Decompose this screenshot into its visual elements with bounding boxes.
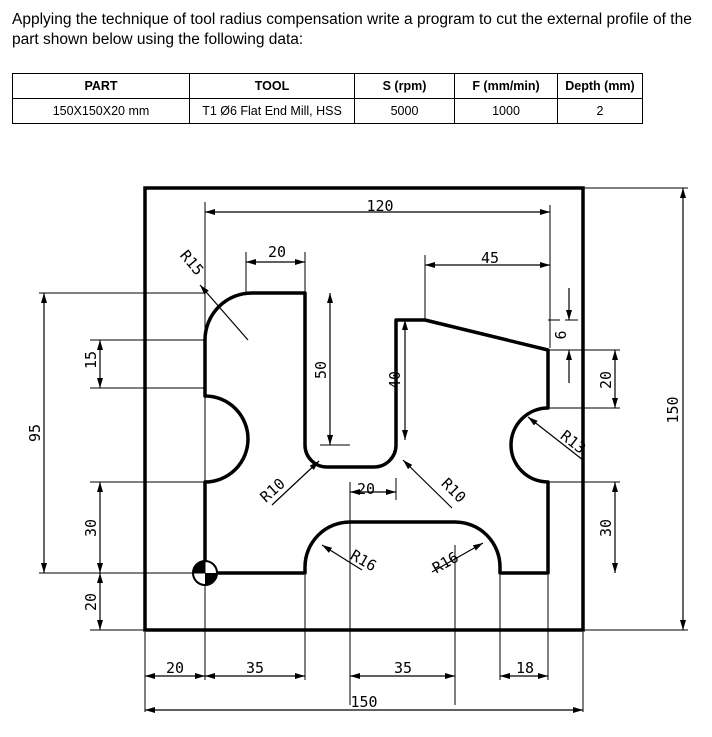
header-depth: Depth (mm) (557, 73, 643, 99)
dimension-labels: 120 45 20 50 40 20 6 20 150 95 15 30 20 … (26, 197, 682, 711)
dim-120: 120 (366, 197, 393, 215)
radius-leaders (199, 284, 584, 573)
dim-35-b: 35 (394, 659, 412, 677)
dim-50: 50 (312, 361, 330, 379)
header-feed: F (mm/min) (454, 73, 558, 99)
stock-outline (143, 186, 585, 632)
cell-feed: 1000 (454, 98, 558, 124)
dim-150-right: 150 (664, 396, 682, 423)
table-row: 150X150X20 mm T1 Ø6 Flat End Mill, HSS 5… (12, 98, 643, 124)
dim-20-top: 20 (268, 243, 286, 261)
label-r10-left: R10 (257, 475, 289, 507)
dim-6: 6 (552, 330, 570, 339)
dim-35-a: 35 (246, 659, 264, 677)
dim-20-bottom: 20 (166, 659, 184, 677)
cell-tool: T1 Ø6 Flat End Mill, HSS (189, 98, 355, 124)
cell-depth: 2 (557, 98, 643, 124)
label-r16-left: R16 (347, 546, 379, 575)
cell-part: 150X150X20 mm (12, 98, 190, 124)
dim-95: 95 (26, 424, 44, 442)
dim-20-mid: 20 (357, 480, 375, 498)
extension-lines (39, 187, 688, 712)
dim-30-right: 30 (597, 519, 615, 537)
dim-20-right: 20 (597, 371, 615, 389)
dim-40: 40 (386, 371, 404, 389)
dim-150-bottom: 150 (350, 693, 377, 711)
part-profile (203, 291, 550, 575)
dim-45: 45 (481, 249, 499, 267)
machining-data-table: PART TOOL S (rpm) F (mm/min) Depth (mm) … (12, 73, 643, 124)
dim-15: 15 (82, 351, 100, 369)
dim-18: 18 (516, 659, 534, 677)
cell-spindle-speed: 5000 (354, 98, 455, 124)
label-r10-right: R10 (438, 475, 470, 507)
dimension-lines (41, 188, 686, 713)
dim-30-left: 30 (82, 519, 100, 537)
label-r15: R15 (176, 247, 207, 279)
table-header-row: PART TOOL S (rpm) F (mm/min) Depth (mm) (12, 73, 643, 99)
dim-20-left: 20 (82, 593, 100, 611)
problem-statement: Applying the technique of tool radius co… (12, 11, 692, 48)
label-r16-right: R16 (429, 548, 461, 577)
